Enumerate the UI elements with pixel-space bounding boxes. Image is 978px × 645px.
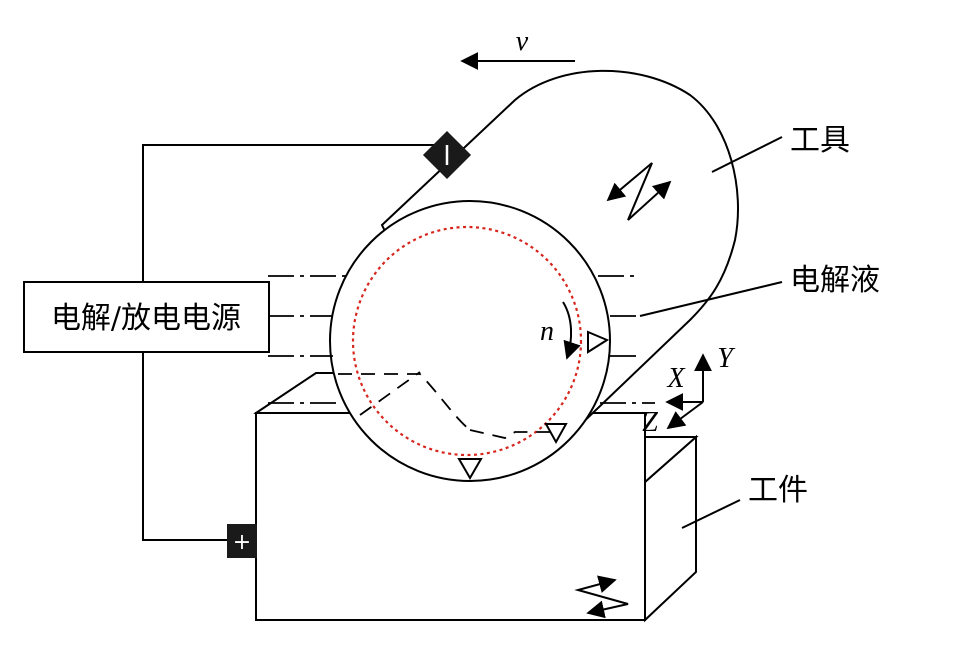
wire-positive [142,352,228,541]
power-supply-label: 电解/放电电源 [51,301,241,336]
wire-negative [142,144,435,282]
hidden-diag [359,371,421,416]
triangle-marker-bottom [457,458,483,480]
triangle-marker-lower-right [544,423,568,445]
workpiece-zigzag-arrow [574,575,629,619]
tool-dashed-circle [351,225,583,457]
tool-cylinder [329,69,739,482]
axis-y-label: Y [717,343,736,374]
axis-z-line [666,401,704,430]
workpiece-label: 工件 [748,473,808,508]
tool-leader-line [711,136,783,173]
workpiece-leader-line [681,499,741,529]
electrolyte-flow-lines [268,275,655,404]
electrolyte-leader-line [639,281,783,317]
triangle-marker-right [587,330,610,354]
electrolyte-label: 电解液 [790,263,880,298]
axis-z-label: Z [642,407,658,438]
rotation-label: n [540,316,554,347]
hidden-edges [338,371,555,439]
tool-end-face [329,200,611,482]
coordinate-axes [665,353,712,430]
circuit-wires [142,144,435,541]
tool-label: 工具 [790,123,850,158]
velocity-label: v [516,26,529,57]
positive-terminal [227,524,257,558]
power-supply-box [23,281,270,353]
hidden-curve-left [338,373,471,431]
rotation-arrow [562,301,581,360]
tool-zigzag-arrow [606,162,672,221]
triangle-markers [457,330,610,480]
positive-terminal-sign: + [233,530,251,555]
negative-terminal [422,130,472,180]
axis-x-label: X [666,363,685,394]
